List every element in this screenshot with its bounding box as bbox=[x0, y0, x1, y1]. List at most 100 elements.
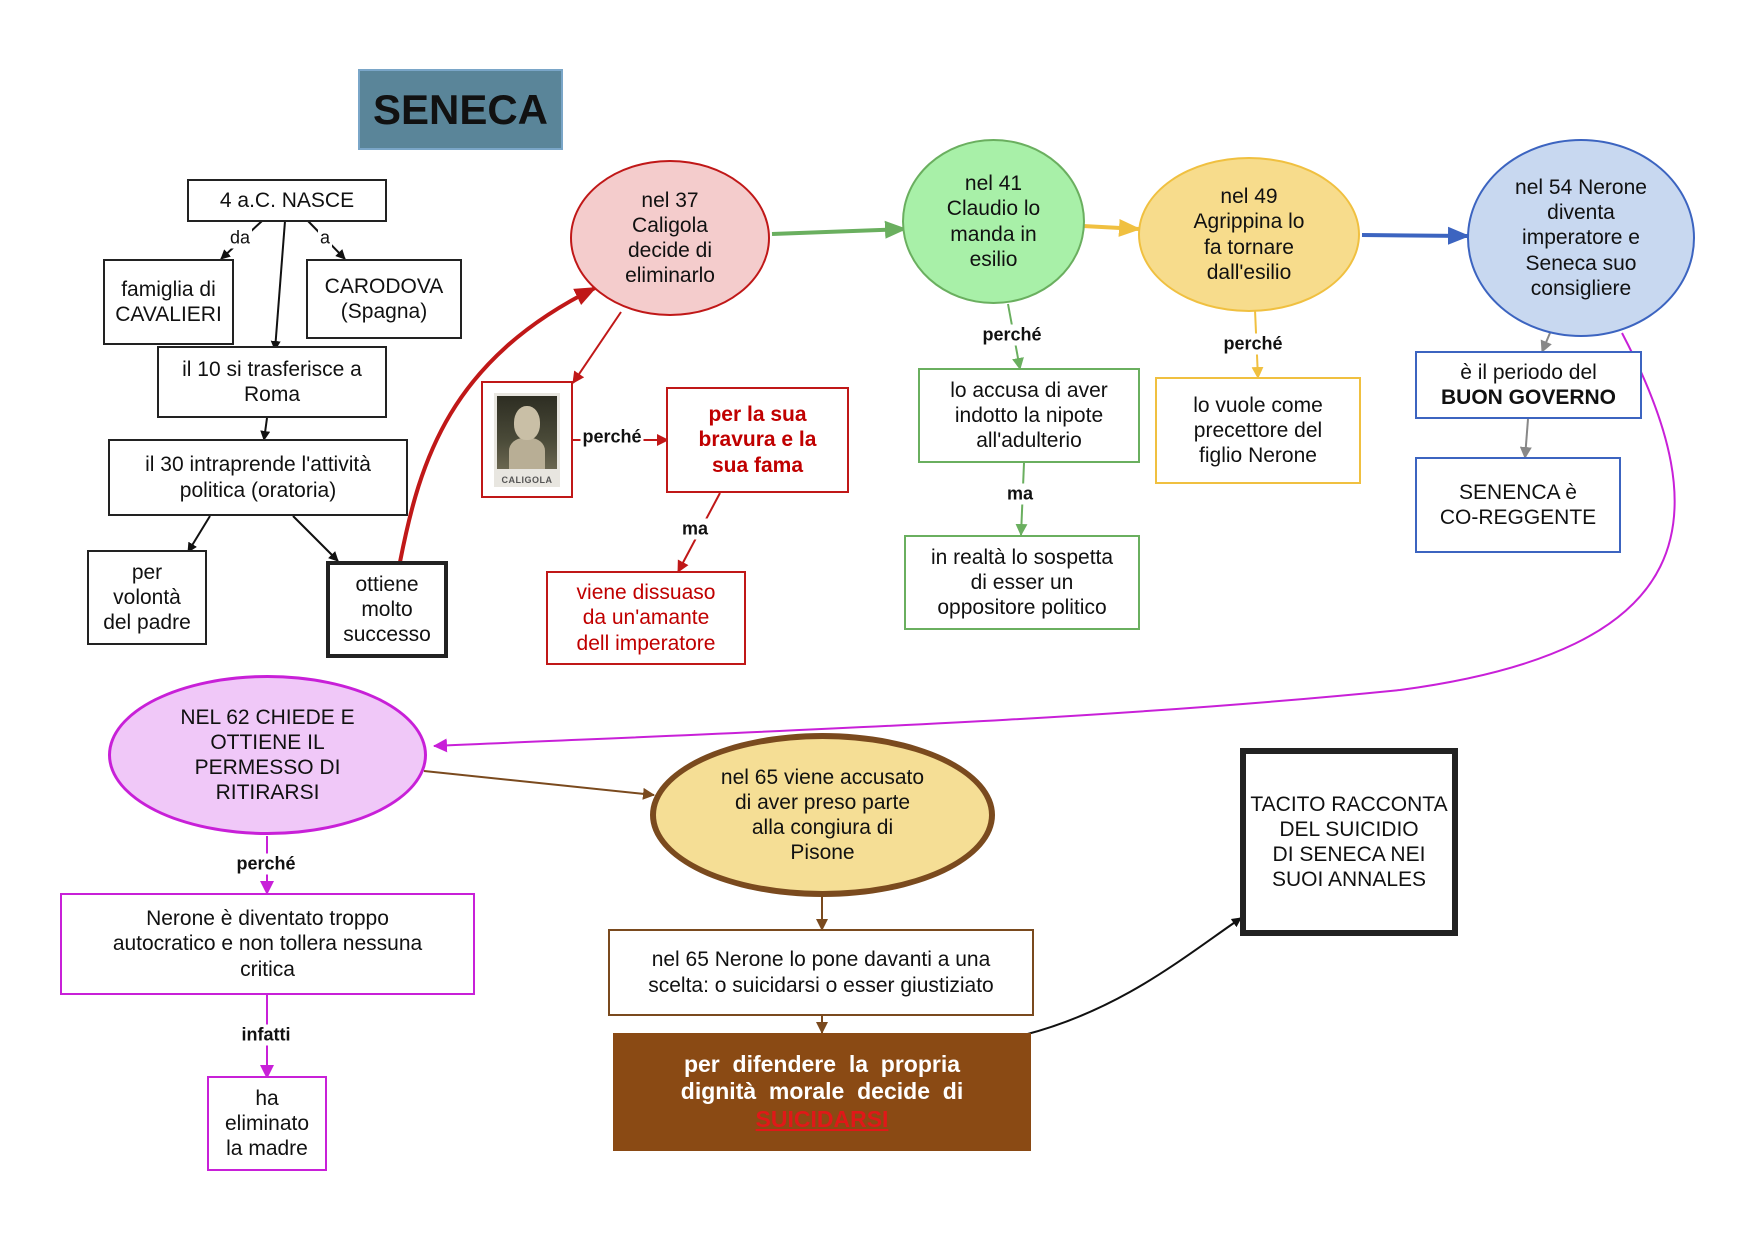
page-title: SENECA bbox=[358, 69, 563, 150]
node-text-line: esilio bbox=[969, 247, 1018, 271]
node-text-line: nel 41 bbox=[964, 172, 1023, 196]
node-madre[interactable]: ha eliminato la madre bbox=[207, 1076, 327, 1171]
link-nel54-buongoverno bbox=[1540, 332, 1552, 353]
node-nel49[interactable]: nel 49 Agrippina lo fa tornare dall'esil… bbox=[1138, 157, 1360, 312]
node-text-line: nel 37 bbox=[641, 188, 699, 212]
node-text-line: manda in bbox=[950, 222, 1037, 246]
node-nasce[interactable]: 4 a.C. NASCE bbox=[187, 179, 387, 222]
link-dignita-tacito bbox=[1023, 917, 1242, 1036]
node-nel65[interactable]: nel 65 viene accusato di aver preso part… bbox=[650, 733, 995, 897]
node-text-line: CAVALIERI bbox=[115, 303, 222, 326]
node-text-line: ha bbox=[255, 1086, 279, 1110]
node-text-line: bravura e la bbox=[698, 428, 817, 452]
node-successo[interactable]: ottiene molto successo bbox=[326, 561, 448, 658]
node-carodova[interactable]: CARODOVA (Spagna) bbox=[306, 259, 462, 339]
node-text-line: la madre bbox=[226, 1137, 308, 1161]
node-text-line: eliminarlo bbox=[625, 264, 715, 288]
node-text-line: viene dissuaso bbox=[576, 581, 716, 605]
node-realta[interactable]: in realtà lo sospetta di esser un opposi… bbox=[904, 535, 1140, 630]
node-text-line: nel 65 Nerone lo pone davanti a una bbox=[651, 948, 991, 972]
node-text-line: PERMESSO DI bbox=[194, 756, 341, 779]
node-accusa[interactable]: lo accusa di aver indotto la nipote all'… bbox=[918, 368, 1140, 463]
node-text-line: autocratico e non tollera nessuna bbox=[112, 932, 423, 956]
node-text-line: critica bbox=[240, 957, 295, 981]
node-text-line: eliminato bbox=[224, 1111, 310, 1135]
link-label-a: a bbox=[317, 227, 333, 249]
bust-neck bbox=[509, 438, 545, 469]
link-nel49-nel54 bbox=[1361, 226, 1470, 245]
link-label-perche-62: perché bbox=[234, 853, 298, 875]
node-text-line: di esser un bbox=[970, 570, 1074, 594]
node-text-line: scelta: o suicidarsi o esser giustiziato bbox=[648, 973, 994, 997]
node-text-line: OTTIENE IL bbox=[210, 730, 325, 754]
node-nel37[interactable]: nel 37 Caligola decide di eliminarlo bbox=[570, 160, 770, 316]
node-nel62[interactable]: NEL 62 CHIEDE E OTTIENE IL PERMESSO DI R… bbox=[108, 675, 427, 835]
node-text-line: Roma bbox=[243, 383, 301, 406]
node-text-line: molto bbox=[361, 597, 413, 621]
title-text: SENECA bbox=[372, 85, 549, 133]
caligola-caption: CALIGOLA bbox=[501, 475, 553, 485]
node-dissuaso[interactable]: viene dissuaso da un'amante dell imperat… bbox=[546, 571, 746, 665]
node-text-line: di aver preso parte bbox=[734, 790, 911, 814]
link-label-perche-41: perché bbox=[980, 324, 1044, 346]
node-text-line: decide di bbox=[627, 239, 713, 262]
node-text-line: alla congiura di bbox=[751, 816, 894, 839]
node-buongoverno[interactable]: è il periodo del BUON GOVERNO bbox=[1415, 351, 1642, 419]
node-text-line: BUON GOVERNO bbox=[1440, 386, 1616, 409]
link-nel62-nel65 bbox=[423, 770, 655, 800]
node-tacito[interactable]: TACITO RACCONTA DEL SUICIDIO DI SENECA N… bbox=[1240, 748, 1458, 936]
caligola-image[interactable]: CALIGOLA bbox=[481, 381, 573, 498]
node-text-line: oppositore politico bbox=[937, 596, 1107, 620]
node-scelta[interactable]: nel 65 Nerone lo pone davanti a una scel… bbox=[608, 929, 1034, 1016]
node-famiglia[interactable]: famiglia di CAVALIERI bbox=[103, 259, 234, 345]
node-text-line: dignità morale decide di bbox=[680, 1078, 964, 1105]
node-politica[interactable]: il 30 intraprende l'attività politica (o… bbox=[108, 439, 408, 516]
node-roma[interactable]: il 10 si trasferisce a Roma bbox=[157, 346, 387, 418]
link-label-ma-41: ma bbox=[1004, 483, 1036, 505]
node-text-line: sua fama bbox=[711, 453, 804, 477]
bust-head bbox=[514, 406, 540, 440]
link-nel54-nel62 bbox=[433, 332, 1676, 753]
link-label-ma-caligola: ma bbox=[679, 518, 711, 540]
caligola-photo: CALIGOLA bbox=[494, 393, 560, 487]
link-roma-politica bbox=[260, 417, 271, 441]
link-politica-padre bbox=[187, 515, 211, 553]
bust-icon bbox=[497, 396, 557, 469]
link-successo-nel37 bbox=[398, 286, 597, 563]
node-coreggente[interactable]: SENENCA è CO-REGGENTE bbox=[1415, 457, 1621, 553]
node-text-line: nel 65 viene accusato bbox=[720, 765, 925, 789]
node-bravura[interactable]: per la sua bravura e la sua fama bbox=[666, 387, 849, 493]
node-text-line: nel 54 Nerone bbox=[1515, 176, 1647, 200]
node-text-line: in realtà lo sospetta bbox=[930, 545, 1114, 569]
node-text-line: il 10 si trasferisce a bbox=[182, 357, 362, 381]
node-text-line: successo bbox=[343, 623, 431, 647]
node-text-line: RITIRARSI bbox=[215, 781, 320, 805]
node-text-line: imperatore e bbox=[1522, 226, 1640, 250]
link-label-da: da bbox=[227, 227, 253, 249]
node-text-line: nel 49 bbox=[1220, 185, 1278, 209]
node-nel41[interactable]: nel 41 Claudio lo manda in esilio bbox=[902, 139, 1085, 304]
node-autocratico[interactable]: Nerone è diventato troppo autocratico e … bbox=[60, 893, 475, 995]
node-text-line: SUOI ANNALES bbox=[1271, 868, 1427, 892]
node-precettore[interactable]: lo vuole come precettore del figlio Nero… bbox=[1155, 377, 1361, 484]
node-text-line: TACITO RACCONTA bbox=[1250, 792, 1448, 816]
node-text-line: diventa bbox=[1547, 201, 1615, 225]
node-text-line: (Spagna) bbox=[340, 300, 428, 323]
node-dignita[interactable]: per difendere la propria dignità morale … bbox=[613, 1033, 1031, 1151]
node-text-line: politica (oratoria) bbox=[179, 478, 337, 502]
node-text-line: volontà bbox=[113, 585, 181, 609]
node-text-line: all'adulterio bbox=[976, 429, 1082, 453]
node-padre[interactable]: per volontà del padre bbox=[87, 550, 207, 645]
node-text-line: DI SENECA NEI bbox=[1272, 843, 1426, 866]
node-text-line: Nerone è diventato troppo bbox=[146, 907, 389, 931]
node-nel54[interactable]: nel 54 Nerone diventa imperatore e Senec… bbox=[1467, 139, 1695, 337]
node-text-line: Seneca suo bbox=[1525, 251, 1637, 275]
node-text-line: per bbox=[131, 560, 163, 584]
node-text-line: il 30 intraprende l'attività bbox=[145, 453, 371, 477]
node-text-line: precettore del bbox=[1193, 418, 1323, 442]
node-nasce-text: 4 a.C. NASCE bbox=[219, 188, 355, 212]
node-text-line: lo accusa di aver bbox=[950, 378, 1108, 402]
link-nasce-roma bbox=[270, 220, 286, 351]
link-label-perche-caligola: perché bbox=[580, 426, 644, 448]
node-text-line: NEL 62 CHIEDE E bbox=[180, 705, 355, 729]
